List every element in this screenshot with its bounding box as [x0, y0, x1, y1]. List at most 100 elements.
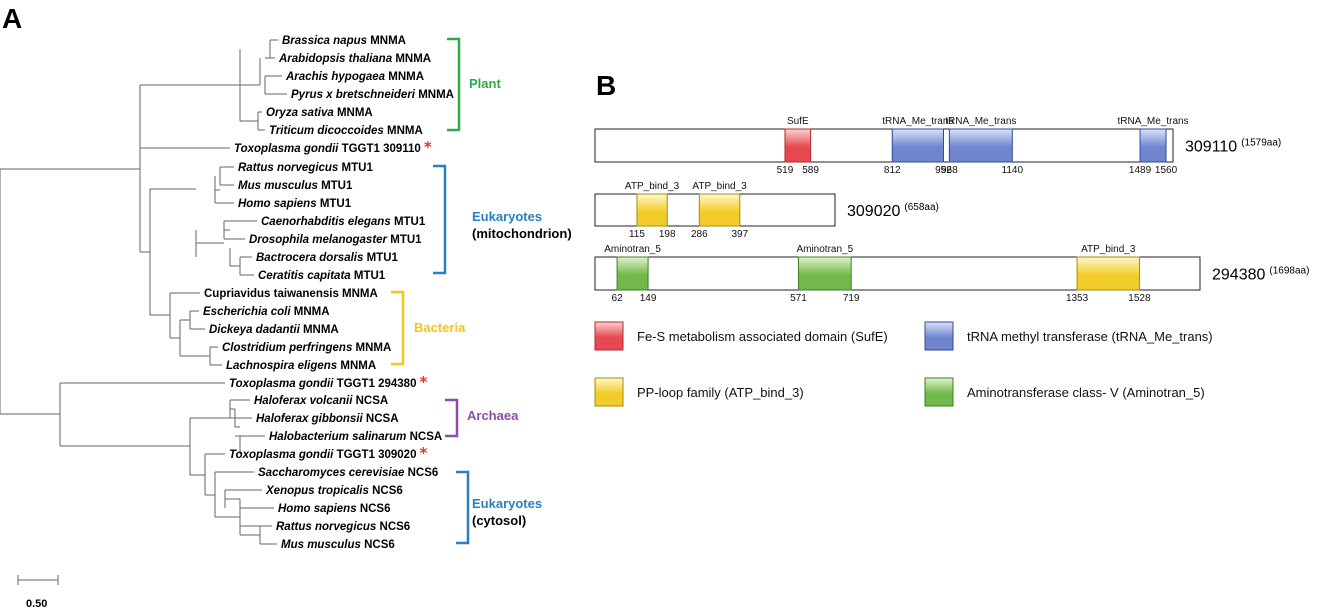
domain-name-label: ATP_bind_3: [692, 181, 747, 192]
group-label: Bacteria: [414, 320, 466, 335]
legend-item-atp: PP-loop family (ATP_bind_3): [594, 377, 804, 407]
group-bracket: [433, 164, 447, 275]
domain-start-label: 1353: [1066, 293, 1089, 304]
domain-start-label: 812: [884, 165, 901, 176]
leaf-species: Oryza sativa: [266, 107, 337, 119]
leaf-gene: MNMA: [294, 306, 330, 318]
leaf-species: Toxoplasma gondii: [229, 378, 337, 390]
leaf-gene: NCS6: [408, 467, 439, 479]
domain-name-label: Aminotran_5: [604, 244, 661, 255]
domain-end-label: 1560: [1155, 165, 1178, 176]
leaf-gene: NCS6: [380, 521, 411, 533]
panel-b-label: B: [596, 70, 616, 101]
leaf-gene: NCSA: [366, 413, 399, 425]
leaf-gene: NCSA: [410, 431, 443, 443]
tree-leaf-label: Lachnospira eligens MNMA: [226, 360, 376, 372]
leaf-species: Dickeya dadantii: [209, 324, 303, 336]
leaf-gene: TGGT1 309110: [342, 143, 421, 155]
leaf-species: Arachis hypogaea: [285, 71, 388, 83]
tree-leaf-label: Xenopus tropicalis NCS6: [265, 485, 403, 497]
leaf-species: Triticum dicoccoides: [269, 125, 387, 137]
domain-start-label: 519: [777, 165, 794, 176]
leaf-gene: NCS6: [372, 485, 403, 497]
star-marker: *: [419, 373, 427, 391]
legend-item-amino: Aminotransferase class- V (Aminotran_5): [924, 377, 1205, 407]
protein-id-label: 309110(1579aa): [1185, 138, 1281, 156]
legend-label: Fe-S metabolism associated domain (SufE): [637, 329, 888, 344]
tree-leaf-label: Pyrus x bretschneideri MNMA: [291, 89, 454, 101]
domain-end-label: 589: [802, 165, 819, 176]
domain-box-atp: [636, 193, 668, 227]
domain-start-label: 571: [790, 293, 807, 304]
legend-item-trna: tRNA methyl transferase (tRNA_Me_trans): [924, 321, 1213, 351]
domain-name-label: tRNA_Me_trans: [945, 116, 1016, 127]
leaf-species: Homo sapiens: [238, 198, 320, 210]
leaf-species: Clostridium perfringens: [222, 342, 356, 354]
tree-leaf-label: Triticum dicoccoides MNMA: [269, 125, 423, 137]
leaf-species: Brassica napus: [282, 35, 370, 47]
leaf-gene: MTU1: [320, 198, 352, 210]
domain-start-label: 62: [612, 293, 624, 304]
domain-box-atp: [1076, 256, 1140, 291]
group-label: Plant: [469, 76, 501, 91]
leaf-gene: MNMA: [337, 107, 373, 119]
legend-label: PP-loop family (ATP_bind_3): [637, 385, 804, 400]
star-marker: *: [419, 444, 427, 462]
domain-box-trna: [948, 128, 1013, 163]
legend-swatch: [924, 377, 954, 407]
tree-leaf-label: Homo sapiens MTU1: [238, 198, 352, 210]
group-label: Eukaryotes: [472, 209, 542, 224]
legend-swatch: [594, 321, 624, 351]
leaf-gene: MNMA: [395, 53, 431, 65]
leaf-gene: MTU1: [390, 234, 422, 246]
tree-leaf-label: Toxoplasma gondii TGGT1 294380*: [229, 373, 427, 391]
leaf-species: Bactrocera dorsalis: [256, 252, 367, 264]
leaf-species: Haloferax gibbonsii: [256, 413, 366, 425]
leaf-gene: NCS6: [364, 539, 395, 551]
group-label: Archaea: [467, 408, 519, 423]
tree-leaf-label: Toxoplasma gondii TGGT1 309020*: [229, 444, 427, 462]
leaf-species: Xenopus tropicalis: [265, 485, 372, 497]
tree-leaf-label: Mus musculus NCS6: [281, 539, 395, 551]
tree-leaf-label: Oryza sativa MNMA: [266, 107, 373, 119]
leaf-species: Rattus norvegicus: [276, 521, 380, 533]
leaf-species: Mus musculus: [238, 180, 321, 192]
leaf-species: Toxoplasma gondii: [234, 143, 342, 155]
group-sublabel: (cytosol): [472, 513, 526, 528]
protein-length-label: (1698aa): [1269, 266, 1309, 277]
group-bracket: [447, 37, 461, 132]
leaf-gene: TGGT1 309020: [337, 449, 417, 461]
domain-name-label: ATP_bind_3: [1081, 244, 1136, 255]
tree-leaf-label: Bactrocera dorsalis MTU1: [256, 252, 399, 264]
group-bracket: [456, 470, 470, 545]
legend-label: Aminotransferase class- V (Aminotran_5): [967, 385, 1205, 400]
domain-end-label: 198: [659, 229, 676, 240]
leaf-gene: MTU1: [394, 216, 426, 228]
leaf-gene: MTU1: [354, 270, 386, 282]
tree-leaf-label: Haloferax gibbonsii NCSA: [256, 413, 399, 425]
tree-group-brackets: PlantEukaryotes(mitochondrion)BacteriaAr…: [391, 37, 572, 545]
leaf-species: Homo sapiens: [278, 503, 360, 515]
domain-name-label: Aminotran_5: [796, 244, 853, 255]
tree-leaf-label: Ceratitis capitata MTU1: [258, 270, 386, 282]
group-label: Eukaryotes: [472, 496, 542, 511]
domain-box-atp: [698, 193, 741, 227]
phylogenetic-tree: [0, 39, 287, 545]
leaf-species: Rattus norvegicus: [238, 162, 342, 174]
tree-leaf-label: Escherichia coli MNMA: [203, 306, 330, 318]
domain-name-label: SufE: [787, 116, 809, 127]
leaf-gene: MNMA: [388, 71, 424, 83]
domain-box-trna: [891, 128, 944, 163]
leaf-gene: MNMA: [340, 360, 376, 372]
domain-start-label: 968: [941, 165, 958, 176]
group-bracket: [391, 290, 405, 366]
tree-leaf-label: Rattus norvegicus MTU1: [238, 162, 373, 174]
tree-leaf-label: Haloferax volcanii NCSA: [254, 395, 388, 407]
leaf-gene: NCSA: [356, 395, 389, 407]
leaf-species: Caenorhabditis elegans: [261, 216, 394, 228]
